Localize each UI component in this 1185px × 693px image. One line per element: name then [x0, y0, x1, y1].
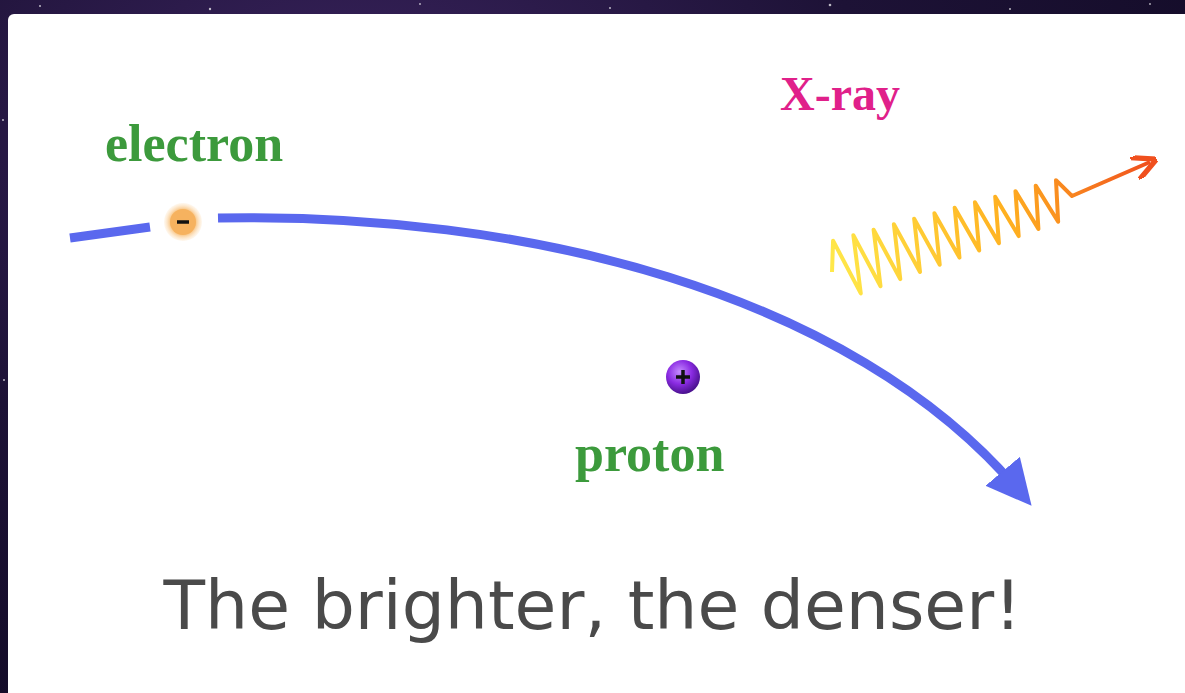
x-ray-wave — [832, 162, 1150, 293]
radiation-label: X-ray — [780, 70, 900, 118]
particle-label: electron — [105, 118, 283, 170]
caption: The brighter, the denser! — [164, 572, 1022, 640]
particle-label: proton — [575, 428, 724, 480]
electron-particle — [164, 203, 202, 241]
electron-path — [70, 227, 150, 238]
white-panel — [8, 14, 1185, 693]
proton-particle — [666, 360, 700, 394]
